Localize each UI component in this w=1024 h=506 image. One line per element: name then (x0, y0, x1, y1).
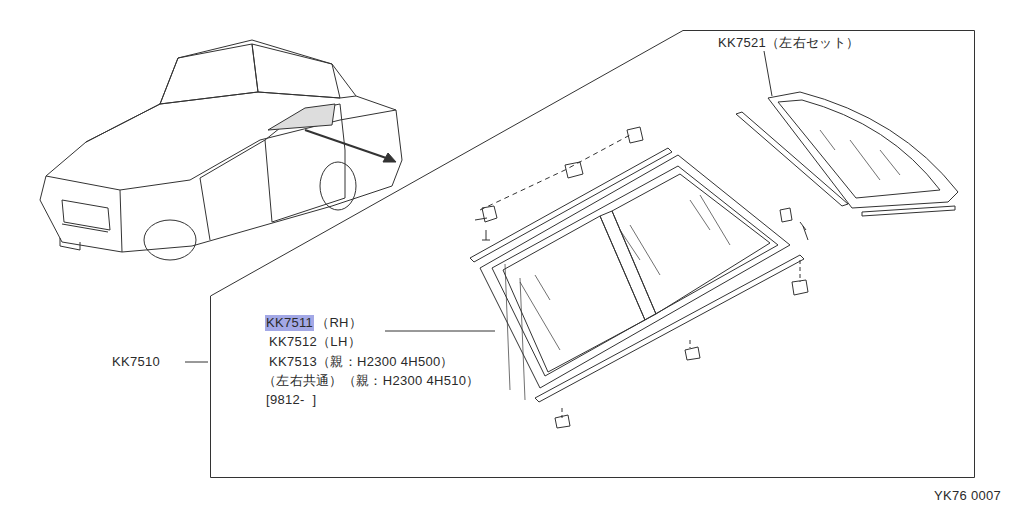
part-number: [9812- ] (266, 392, 316, 408)
part-number: （左右共通）（親：H2300 4H510） (263, 373, 480, 389)
leader-line (764, 51, 772, 96)
part-number: KK7512（LH） (269, 334, 361, 350)
leader-line (385, 331, 495, 332)
part-number: KK7513（親：H2300 4H500） (269, 354, 454, 370)
part-number: KK7511 (265, 315, 314, 331)
quarter-glass (736, 92, 958, 216)
pointer-arrow (305, 130, 392, 160)
leader-line (185, 362, 208, 363)
part-number: KK7521（左右セット） (718, 35, 859, 51)
door-glass (470, 127, 808, 428)
figure-code: YK76 0007 (934, 488, 1001, 504)
frame-outline (210, 30, 975, 478)
assembly-number: KK7510 (112, 354, 160, 370)
parts-frame: KK7521（左右セット） KK7511（RH） KK7512（LH） KK7513（… (210, 30, 975, 478)
part-number: （RH） (316, 315, 362, 331)
arrow-head (383, 153, 396, 162)
car-drawing (40, 40, 402, 260)
